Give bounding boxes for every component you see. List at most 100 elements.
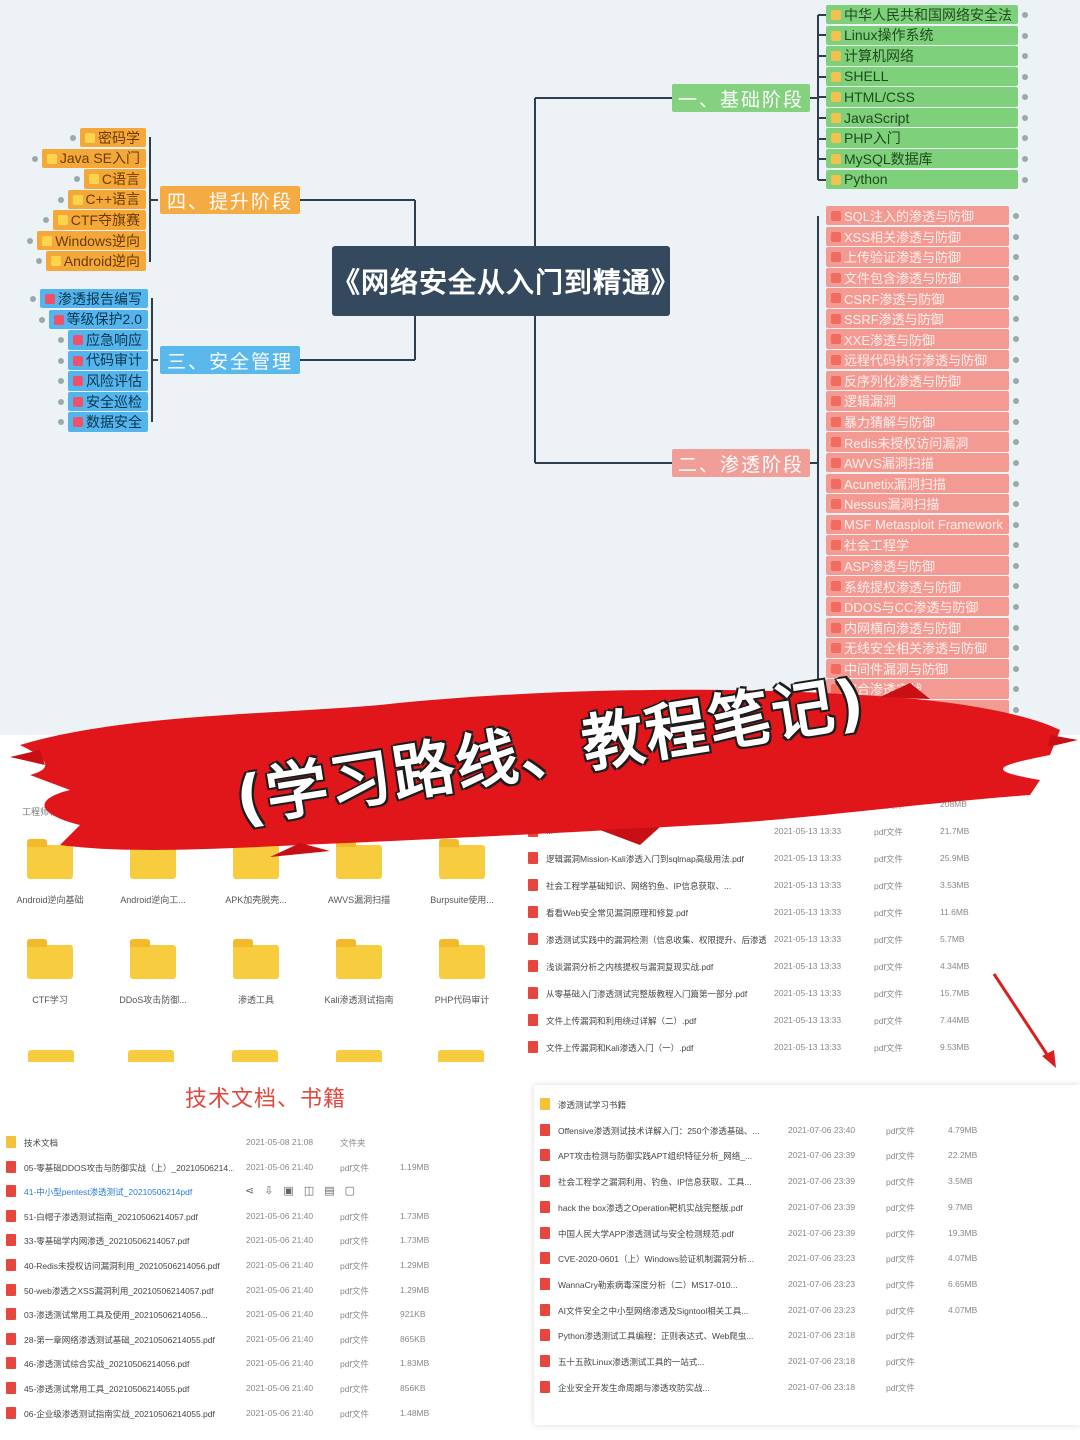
folder-item[interactable]: Android逆向工...: [108, 835, 198, 921]
pentest-leaf: SSRF渗透与防御: [826, 308, 1019, 329]
folder-item[interactable]: Kali渗透测试指南: [314, 935, 404, 1021]
folder-partial[interactable]: [336, 1050, 382, 1062]
connector-dot-icon: [1012, 521, 1019, 528]
connector-dot-icon: [1012, 542, 1019, 549]
file-name: 45-渗透测试常用工具_20210506214055.pdf: [24, 1384, 190, 1394]
leaf-label: PHP入门: [844, 130, 901, 147]
folder-item[interactable]: PHP代码审计: [417, 935, 507, 1021]
folder-row[interactable]: 渗透测试学习书籍: [534, 1095, 1080, 1115]
file-type: pdf文件: [340, 1211, 369, 1222]
mgmt-leaf: 风险评估: [58, 371, 148, 391]
row-actions-icon[interactable]: ⋖⇩▣◫▤▢: [245, 1185, 366, 1198]
folder-icon: [336, 839, 382, 879]
file-row[interactable]: WannaCry勒索病毒深度分析（二）MS17-010...2021-07-06…: [534, 1275, 1080, 1295]
leaf-label: 暴力猜解与防御: [844, 414, 936, 430]
folder-item[interactable]: Android逆向基础: [5, 835, 95, 921]
file-size: 4.07MB: [948, 1253, 978, 1264]
leaf-marker-icon: [831, 272, 841, 283]
connector-dot-icon: [1022, 156, 1028, 163]
file-row[interactable]: APT攻击检测与防御实践APT组织特征分析_网络_...2021-07-06 2…: [534, 1146, 1080, 1166]
file-row[interactable]: Offensive渗透测试技术详解入门：250个渗透基础、...2021-07-…: [534, 1121, 1080, 1141]
folder-partial[interactable]: [438, 1050, 484, 1062]
file-type: pdf文件: [874, 854, 903, 864]
file-row[interactable]: CVE-2020-0601（上）Windows验证机制漏洞分析...2021-0…: [534, 1249, 1080, 1269]
folder-item[interactable]: APK加壳脱壳...: [211, 835, 301, 921]
connector-dot-icon: [1022, 135, 1028, 142]
file-name: ...: [546, 826, 554, 836]
file-name: ...: [546, 799, 554, 809]
folder-item[interactable]: AWVS漏洞扫描: [314, 835, 404, 921]
leaf-marker-icon: [831, 457, 841, 468]
mindmap-root: 《网络安全从入门到精通》: [332, 246, 679, 316]
leaf-marker-icon: [831, 174, 841, 185]
folder-item[interactable]: CTF学习: [5, 935, 95, 1021]
file-row[interactable]: Python渗透测试工具编程：正则表达式、Web爬虫...2021-07-06 …: [534, 1326, 1080, 1346]
folder-item[interactable]: 渗透工具: [211, 935, 301, 1021]
leaf-label: 反序列化渗透与防御: [844, 373, 962, 389]
connector-dot-icon: [31, 155, 38, 162]
file-row[interactable]: 渗透测试实践中的漏洞检测（信息收集、权限提升、后渗透）...2021-05-13…: [522, 930, 1080, 950]
file-name: 渗透测试学习书籍: [558, 1100, 627, 1110]
file-type: pdf文件: [340, 1285, 369, 1296]
file-name: 五十五款Linux渗透测试工具的一站式...: [558, 1357, 705, 1367]
file-date: 2021-05-13 13:33: [774, 907, 842, 917]
file-row[interactable]: AI文件安全之中小型网络渗透及Signtool相关工具...2021-07-06…: [534, 1301, 1080, 1321]
leaf-label: Linux操作系统: [844, 27, 934, 44]
connector-dot-icon: [1012, 295, 1019, 302]
pdf-file-icon: [6, 1160, 16, 1173]
file-row[interactable]: 社会工程学基础知识、网络钓鱼、IP信息获取、...2021-05-13 13:3…: [522, 876, 1080, 896]
pdf-file-icon: [540, 1252, 550, 1265]
file-type: pdf文件: [886, 1382, 915, 1393]
leaf-label: Java SE入门: [59, 150, 140, 167]
folder-item[interactable]: Burpsuite使用...: [417, 835, 507, 921]
file-date: 2021-05-13 13:33: [774, 934, 842, 944]
file-type: pdf文件: [874, 1043, 903, 1053]
folder-icon: [27, 839, 73, 879]
connector-dot-icon: [1012, 315, 1019, 322]
leaf-marker-icon: [831, 231, 841, 242]
folder-item[interactable]: DDoS攻击防御...: [108, 935, 198, 1021]
pentest-leaf: Redis未授权访问漏洞: [826, 432, 1019, 452]
file-size: 5.7MB: [940, 934, 965, 944]
file-name: Offensive渗透测试技术详解入门：250个渗透基础、...: [558, 1125, 760, 1136]
folder-partial[interactable]: [128, 1050, 174, 1062]
pdf-file-icon: [528, 933, 538, 945]
folder-partial[interactable]: [28, 1050, 74, 1062]
folder-partial[interactable]: [232, 1050, 278, 1062]
file-row[interactable]: 41-中小型pentest渗透测试_20210506214pdf⋖⇩▣◫▤▢: [0, 1182, 450, 1202]
file-row[interactable]: 03-渗透测试常用工具及使用_20210506214056...2021-05-…: [0, 1305, 450, 1325]
pdf-file-icon: [6, 1234, 16, 1247]
leaf-label: MySQL数据库: [844, 150, 933, 167]
file-row[interactable]: 社会工程学之漏洞利用、钓鱼、IP信息获取、工具...2021-07-06 23:…: [534, 1172, 1080, 1192]
file-name: 看看Web安全常见漏洞原理和修复.pdf: [546, 908, 689, 918]
leaf-marker-icon: [831, 663, 841, 674]
leaf-marker-icon: [831, 252, 841, 263]
pdf-file-icon: [528, 960, 538, 972]
leaf-label: 风险评估: [86, 373, 142, 390]
file-size: 3.5MB: [948, 1176, 973, 1187]
file-row[interactable]: 05-零基础DDOS攻击与防御实战（上）_20210506214...2021-…: [0, 1158, 450, 1178]
connector-dot-icon: [42, 217, 49, 224]
